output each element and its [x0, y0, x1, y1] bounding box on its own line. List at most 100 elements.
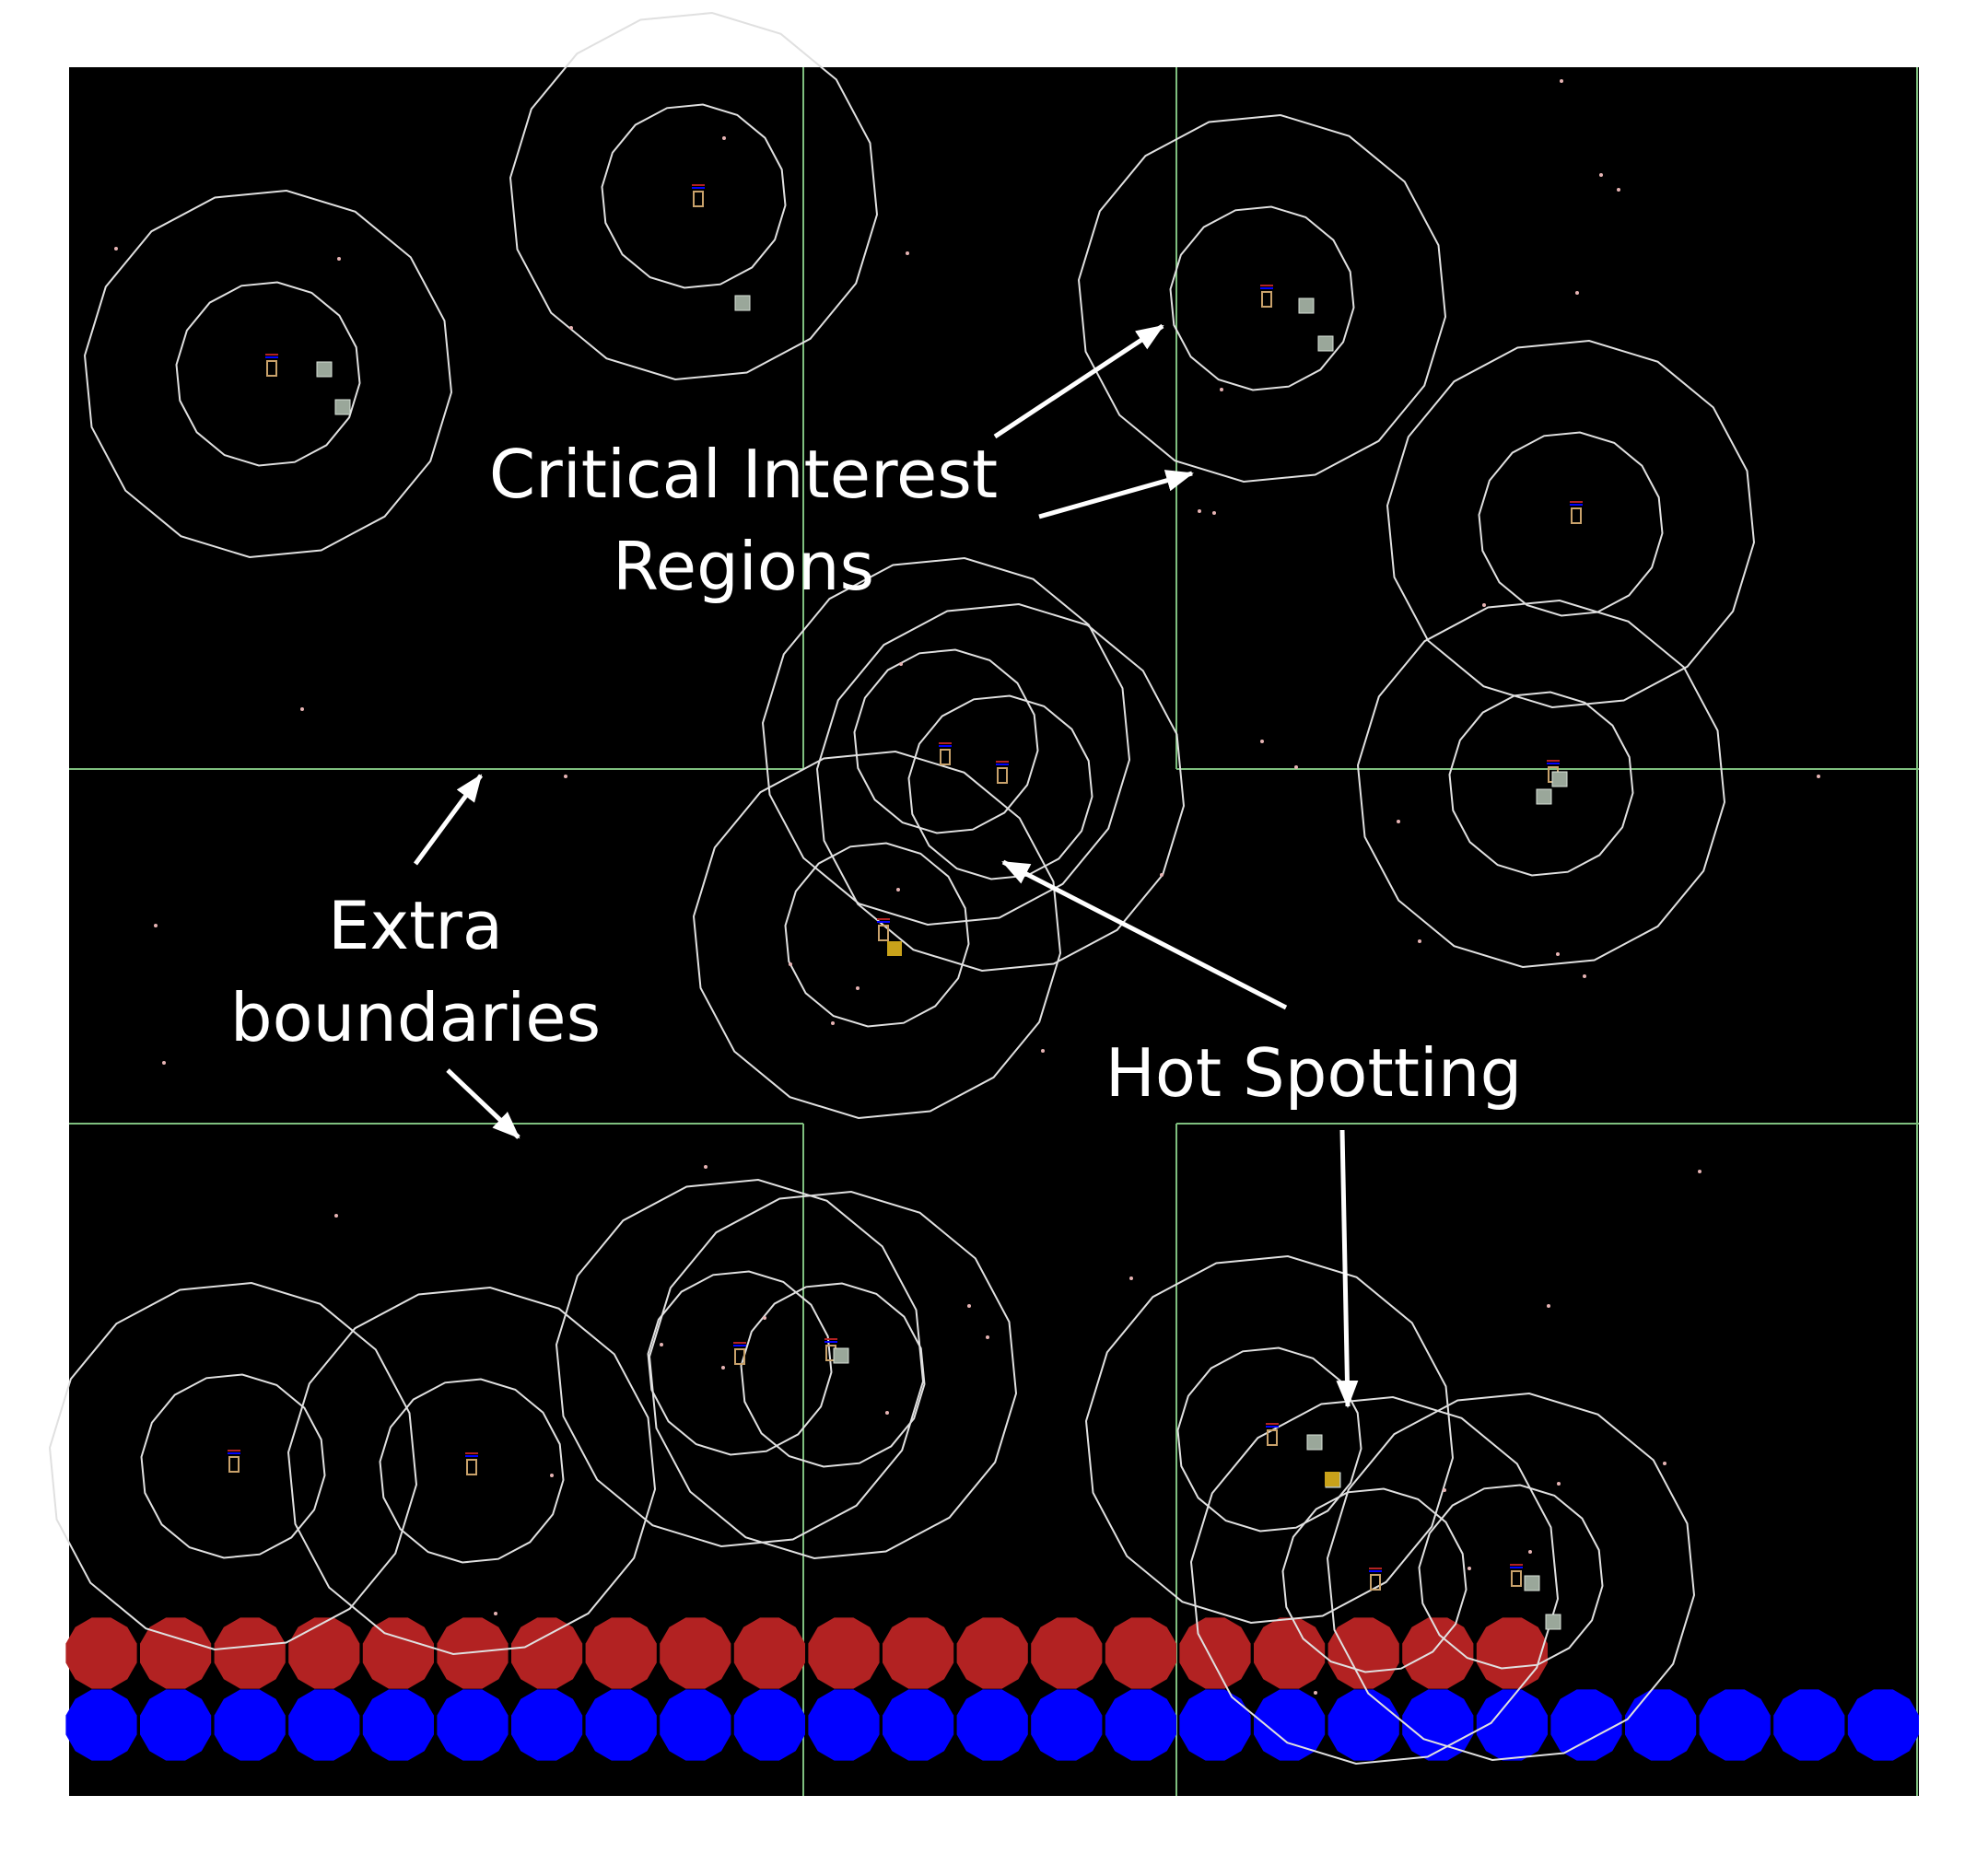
scatter-dot	[334, 1214, 338, 1218]
scatter-dot	[1698, 1170, 1701, 1173]
scatter-dot	[986, 1335, 989, 1339]
entity-item	[1317, 335, 1334, 352]
entity-item	[734, 295, 751, 311]
aoi-inner-ring	[140, 1373, 326, 1559]
entity-item	[1298, 297, 1315, 314]
red-unit	[65, 1617, 137, 1689]
aoi-inner-ring	[853, 648, 1039, 834]
blue-unit	[883, 1689, 954, 1761]
annotation-labels: Critical Interest Regions Extra boundari…	[230, 436, 1522, 1112]
red-unit	[956, 1617, 1028, 1689]
red-unit	[288, 1617, 360, 1689]
scatter-dot	[721, 1366, 725, 1370]
blue-unit	[1550, 1689, 1622, 1761]
aoi-inner-ring	[1448, 691, 1634, 877]
aoi-outer-ring	[1189, 1395, 1560, 1766]
arrow-extra-1	[413, 774, 484, 866]
entity-marker	[266, 360, 277, 377]
scatter-dot	[763, 1316, 766, 1320]
aoi-outer-ring	[83, 189, 453, 559]
scatter-dot	[722, 136, 726, 140]
scatter-dot	[1560, 79, 1563, 83]
scatter-dot	[660, 1343, 663, 1346]
scatter-dot	[1547, 1304, 1550, 1308]
entity-marker	[1370, 1574, 1381, 1591]
red-unit	[362, 1617, 434, 1689]
entity-marker	[1267, 1429, 1278, 1446]
scatter-dot	[569, 326, 573, 330]
scatter-dot	[896, 888, 900, 892]
blue-unit	[1031, 1689, 1103, 1761]
red-unit	[1105, 1617, 1176, 1689]
scatter-dot	[1617, 188, 1620, 192]
red-unit	[808, 1617, 880, 1689]
scatter-dot	[1418, 939, 1421, 943]
scatter-dot	[1583, 974, 1586, 978]
aoi-inner-ring	[1418, 1484, 1604, 1670]
blue-unit	[362, 1689, 434, 1761]
aoi-outer-ring	[509, 11, 879, 381]
blue-unit	[65, 1689, 137, 1761]
scatter-dot	[114, 247, 118, 251]
scatter-dot	[337, 257, 341, 261]
scatter-dot	[1557, 1482, 1561, 1486]
entity-marker	[940, 749, 951, 765]
blue-unit	[288, 1689, 360, 1761]
scatter-dot	[1575, 291, 1579, 295]
aoi-inner-ring	[175, 281, 361, 467]
entity-item	[1545, 1614, 1561, 1630]
aoi-inner-ring	[784, 842, 970, 1028]
blue-unit	[1476, 1689, 1548, 1761]
entities	[228, 184, 1583, 1630]
label-extra-boundaries-line1: Extra	[328, 887, 503, 964]
scatter-dot	[885, 1411, 889, 1415]
aoi-outer-ring	[1356, 599, 1726, 969]
scatter-dots	[114, 79, 1820, 1695]
entity-item	[1536, 788, 1552, 805]
aoi-outer-ring	[555, 1178, 925, 1548]
scatter-dot	[1663, 1462, 1666, 1465]
blue-unit	[437, 1689, 509, 1761]
scatter-dot	[856, 986, 860, 990]
aoi-outer-ring	[287, 1286, 657, 1656]
entity-marker	[1571, 507, 1582, 524]
red-unit	[883, 1617, 954, 1689]
blue-unit	[511, 1689, 583, 1761]
scatter-dot	[1397, 820, 1400, 823]
red-unit	[437, 1617, 509, 1689]
scatter-dot	[162, 1061, 166, 1065]
scatter-dot	[1220, 388, 1223, 391]
scatter-dot	[1041, 1049, 1045, 1053]
entity-item	[316, 361, 333, 378]
entity-item	[1306, 1434, 1323, 1451]
label-extra-boundaries-line2: boundaries	[230, 979, 601, 1056]
aoi-inner-ring	[601, 103, 787, 289]
red-unit	[140, 1617, 212, 1689]
label-hot-spotting: Hot Spotting	[1105, 1034, 1523, 1112]
arrow-extra-2	[446, 1068, 520, 1139]
blue-unit	[140, 1689, 212, 1761]
blue-unit	[733, 1689, 805, 1761]
blue-unit	[808, 1689, 880, 1761]
red-unit	[660, 1617, 731, 1689]
red-unit	[1327, 1617, 1399, 1689]
scatter-dot	[1556, 952, 1560, 956]
scatter-dot	[704, 1165, 707, 1169]
red-unit	[1254, 1617, 1326, 1689]
arrow-critical-2	[1038, 470, 1194, 519]
scatter-dot	[1260, 740, 1264, 743]
blue-unit	[1773, 1689, 1845, 1761]
aoi-outer-ring	[761, 556, 1131, 927]
blue-unit	[1254, 1689, 1326, 1761]
aoi-outer-ring	[1386, 339, 1756, 709]
entity-item	[1524, 1575, 1540, 1591]
annotation-arrows	[413, 323, 1359, 1408]
red-unit	[214, 1617, 286, 1689]
area-of-interest-rings	[48, 11, 1756, 1766]
scatter-dot	[1482, 603, 1486, 607]
scatter-dot	[789, 962, 792, 966]
scatter-dot	[1212, 511, 1216, 515]
scatter-dot	[1468, 1567, 1471, 1570]
scatter-dot	[1817, 775, 1820, 778]
